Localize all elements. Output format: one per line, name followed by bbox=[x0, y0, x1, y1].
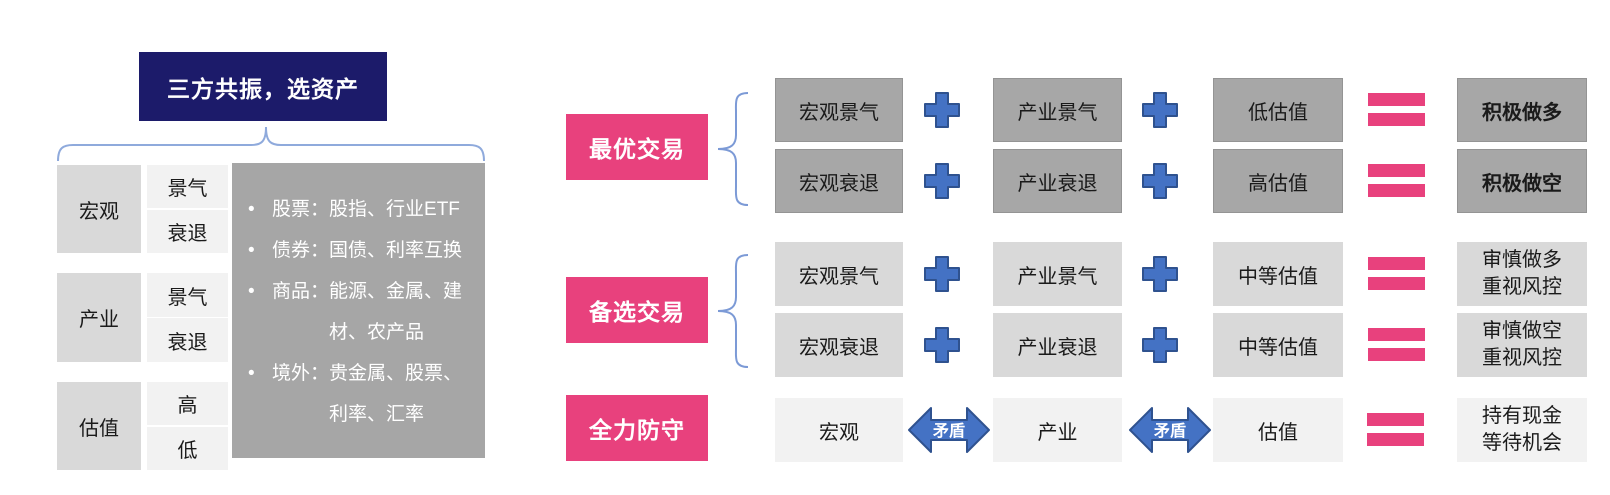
criteria-industry: 产业衰退 bbox=[993, 313, 1122, 377]
factor-option: 高 bbox=[147, 382, 228, 425]
plus-icon bbox=[1142, 256, 1178, 292]
plus-icon bbox=[924, 92, 960, 128]
asset-label: 股票： bbox=[272, 199, 330, 220]
criteria-valuation: 低估值 bbox=[1213, 78, 1343, 142]
brace-icon bbox=[717, 254, 749, 368]
factor-option: 景气 bbox=[147, 273, 228, 317]
criteria-macro: 宏观景气 bbox=[775, 78, 903, 142]
factor-option: 衰退 bbox=[147, 210, 228, 253]
bullet-icon: • bbox=[248, 363, 255, 384]
criteria-industry: 产业景气 bbox=[993, 242, 1122, 306]
result-action: 持有现金 等待机会 bbox=[1457, 398, 1587, 462]
asset-item: • 股票： 股指、行业ETF bbox=[248, 189, 473, 230]
asset-item: • 境外： 贵金属、股票、利率、汇率 bbox=[248, 353, 473, 435]
section-label-best-trade: 最优交易 bbox=[566, 114, 708, 180]
plus-icon bbox=[1142, 92, 1178, 128]
equals-icon bbox=[1368, 257, 1425, 290]
section-label-alternate-trade: 备选交易 bbox=[566, 277, 708, 343]
equals-icon bbox=[1368, 164, 1425, 197]
equals-icon bbox=[1368, 328, 1425, 361]
asset-desc: 贵金属、股票、利率、汇率 bbox=[329, 363, 463, 425]
section-label-full-defense: 全力防守 bbox=[566, 395, 708, 461]
plus-icon bbox=[924, 327, 960, 363]
asset-item: • 商品： 能源、金属、建材、农产品 bbox=[248, 271, 473, 353]
contradiction-label: 矛盾 bbox=[932, 422, 965, 440]
result-line: 审慎做空 bbox=[1482, 320, 1562, 342]
result-line: 审慎做多 bbox=[1482, 249, 1562, 271]
contradiction-label: 矛盾 bbox=[1153, 422, 1186, 440]
result-line: 持有现金 bbox=[1482, 405, 1562, 427]
equals-icon bbox=[1367, 413, 1424, 446]
asset-label: 商品： bbox=[272, 281, 330, 302]
asset-desc: 国债、利率互换 bbox=[329, 240, 463, 261]
asset-desc: 能源、金属、建材、农产品 bbox=[329, 281, 463, 343]
criteria-industry: 产业衰退 bbox=[993, 149, 1122, 213]
criteria-macro: 宏观衰退 bbox=[775, 313, 903, 377]
bullet-icon: • bbox=[248, 281, 255, 302]
criteria-valuation: 中等估值 bbox=[1213, 313, 1343, 377]
result-action: 积极做多 bbox=[1457, 78, 1587, 142]
asset-class-list: • 股票： 股指、行业ETF • 债券： 国债、利率互换 • 商品： 能源、金属… bbox=[232, 163, 485, 458]
result-action: 审慎做多 重视风控 bbox=[1457, 242, 1587, 306]
criteria-macro: 宏观 bbox=[775, 398, 903, 462]
plus-icon bbox=[924, 163, 960, 199]
plus-icon bbox=[1142, 163, 1178, 199]
asset-label: 境外： bbox=[272, 363, 330, 384]
asset-item: • 债券： 国债、利率互换 bbox=[248, 230, 473, 271]
factor-name-valuation: 估值 bbox=[57, 382, 141, 470]
top-brace-icon bbox=[57, 126, 485, 162]
bullet-icon: • bbox=[248, 240, 255, 261]
diagram-title: 三方共振，选资产 bbox=[139, 52, 387, 121]
plus-icon bbox=[1142, 327, 1178, 363]
factor-option: 景气 bbox=[147, 165, 228, 208]
result-line: 等待机会 bbox=[1482, 432, 1562, 454]
contradiction-arrow-icon: 矛盾 bbox=[1129, 407, 1211, 453]
criteria-macro: 宏观景气 bbox=[775, 242, 903, 306]
contradiction-arrow-icon: 矛盾 bbox=[908, 407, 990, 453]
brace-icon bbox=[717, 92, 749, 206]
factor-option: 低 bbox=[147, 427, 228, 470]
criteria-industry: 产业景气 bbox=[993, 78, 1122, 142]
result-line: 重视风控 bbox=[1482, 347, 1562, 369]
criteria-valuation: 高估值 bbox=[1213, 149, 1343, 213]
factor-name-industry: 产业 bbox=[57, 273, 141, 362]
bullet-icon: • bbox=[248, 199, 255, 220]
result-action: 审慎做空 重视风控 bbox=[1457, 313, 1587, 377]
plus-icon bbox=[924, 256, 960, 292]
asset-label: 债券： bbox=[272, 240, 330, 261]
criteria-macro: 宏观衰退 bbox=[775, 149, 903, 213]
criteria-valuation: 估值 bbox=[1213, 398, 1343, 462]
equals-icon bbox=[1368, 93, 1425, 126]
result-line: 重视风控 bbox=[1482, 276, 1562, 298]
criteria-valuation: 中等估值 bbox=[1213, 242, 1343, 306]
factor-name-macro: 宏观 bbox=[57, 165, 141, 253]
asset-desc: 股指、行业ETF bbox=[329, 199, 460, 220]
result-action: 积极做空 bbox=[1457, 149, 1587, 213]
factor-option: 衰退 bbox=[147, 318, 228, 362]
criteria-industry: 产业 bbox=[993, 398, 1122, 462]
